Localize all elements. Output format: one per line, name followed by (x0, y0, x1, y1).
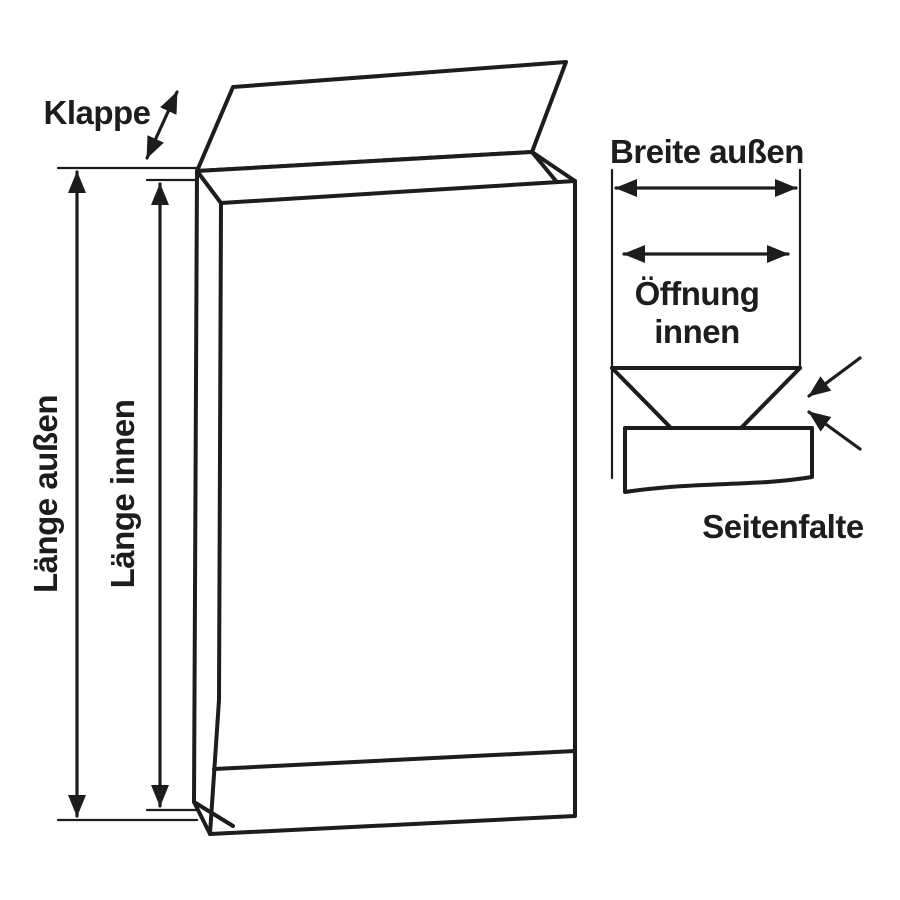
seitenfalte-arrow-lower (807, 410, 862, 451)
oeffnung-innen-label-line2: innen (654, 313, 740, 350)
length-dimensions: Länge außen Länge innen (27, 166, 199, 822)
gusset-bottom-panel (623, 426, 814, 494)
bag-front-left-edge (208, 201, 223, 836)
laenge-aussen-label: Länge außen (27, 395, 64, 593)
breite-aussen-label: Breite außen (610, 133, 804, 170)
seitenfalte-label: Seitenfalte (702, 508, 864, 545)
bag-body (192, 150, 577, 836)
bag-bottom-corner-fold (192, 800, 235, 828)
klappe-label: Klappe (43, 94, 150, 131)
klappe-dimension-arrow (145, 90, 179, 160)
bag-illustration (192, 60, 577, 836)
gusset-cross-section: Seitenfalte (610, 356, 864, 545)
bag-bottom-crease (212, 749, 577, 771)
gusset-right-fold (739, 366, 802, 430)
laenge-innen-label: Länge innen (104, 400, 141, 589)
seitenfalte-arrow-upper (807, 356, 862, 398)
gusset-left-fold (610, 366, 673, 430)
flap-dimension: Klappe (43, 90, 179, 160)
bag-mouth-corner-fold (530, 150, 558, 183)
oeffnung-innen-label-line1: Öffnung (635, 275, 760, 312)
width-dimensions: Breite außen Öffnung innen (610, 133, 804, 480)
